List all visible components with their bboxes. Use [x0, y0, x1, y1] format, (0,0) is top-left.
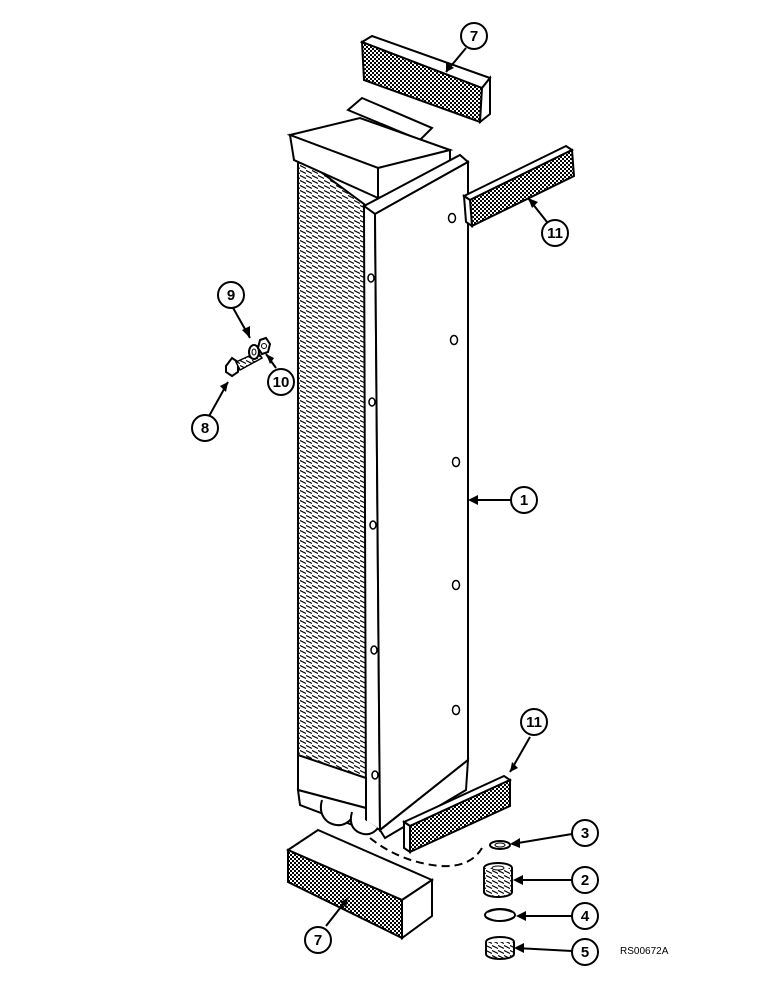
- bottom-tank: [296, 753, 470, 840]
- foam-seal-top-11: [461, 144, 576, 228]
- bolt-holes-front: [447, 212, 461, 716]
- callout-4: 4: [571, 902, 599, 930]
- side-plate: [362, 153, 470, 833]
- callout-7-bottom-label: 7: [314, 932, 322, 949]
- callout-4-label: 4: [581, 908, 590, 925]
- callout-9-label: 9: [227, 287, 235, 304]
- callout-8: 8: [191, 414, 219, 442]
- callout-8-label: 8: [201, 420, 209, 437]
- foam-seal-bottom-11: [401, 774, 513, 854]
- callout-11-bottom: 11: [520, 708, 548, 736]
- callout-2-label: 2: [581, 872, 589, 889]
- callout-2: 2: [571, 866, 599, 894]
- callout-5-label: 5: [581, 944, 589, 961]
- washer-9: [248, 344, 260, 360]
- callout-3-label: 3: [581, 825, 589, 842]
- callout-7-top-label: 7: [470, 28, 478, 45]
- callout-1-label: 1: [520, 492, 528, 509]
- foam-seal-bottom-7: [285, 828, 435, 940]
- core-fins: [297, 153, 373, 810]
- callout-5: 5: [571, 938, 599, 966]
- dashed-connection-line: [369, 837, 483, 868]
- callout-3: 3: [571, 819, 599, 847]
- callout-11-bottom-label: 11: [526, 714, 542, 731]
- nut-10: [256, 336, 272, 356]
- reference-code: RS00672A: [620, 946, 669, 957]
- foam-seal-top-7: [359, 34, 492, 125]
- radiator-core: [286, 96, 470, 840]
- callout-11-top-label: 11: [547, 225, 563, 242]
- bolt-holes-flange: [367, 273, 379, 780]
- callout-7-top: 7: [460, 22, 488, 50]
- callout-10-label: 10: [273, 374, 290, 391]
- top-tank: [286, 96, 454, 200]
- spring-4: [484, 908, 516, 922]
- callout-9: 9: [217, 281, 245, 309]
- filter-element-2: [483, 862, 513, 898]
- callout-11-top: 11: [541, 219, 569, 247]
- plug-5: [485, 936, 515, 960]
- leader-lines: [207, 47, 573, 953]
- callout-7-bottom: 7: [304, 926, 332, 954]
- callout-1: 1: [510, 486, 538, 514]
- callout-10: 10: [267, 368, 295, 396]
- seal-ring-3: [489, 840, 511, 850]
